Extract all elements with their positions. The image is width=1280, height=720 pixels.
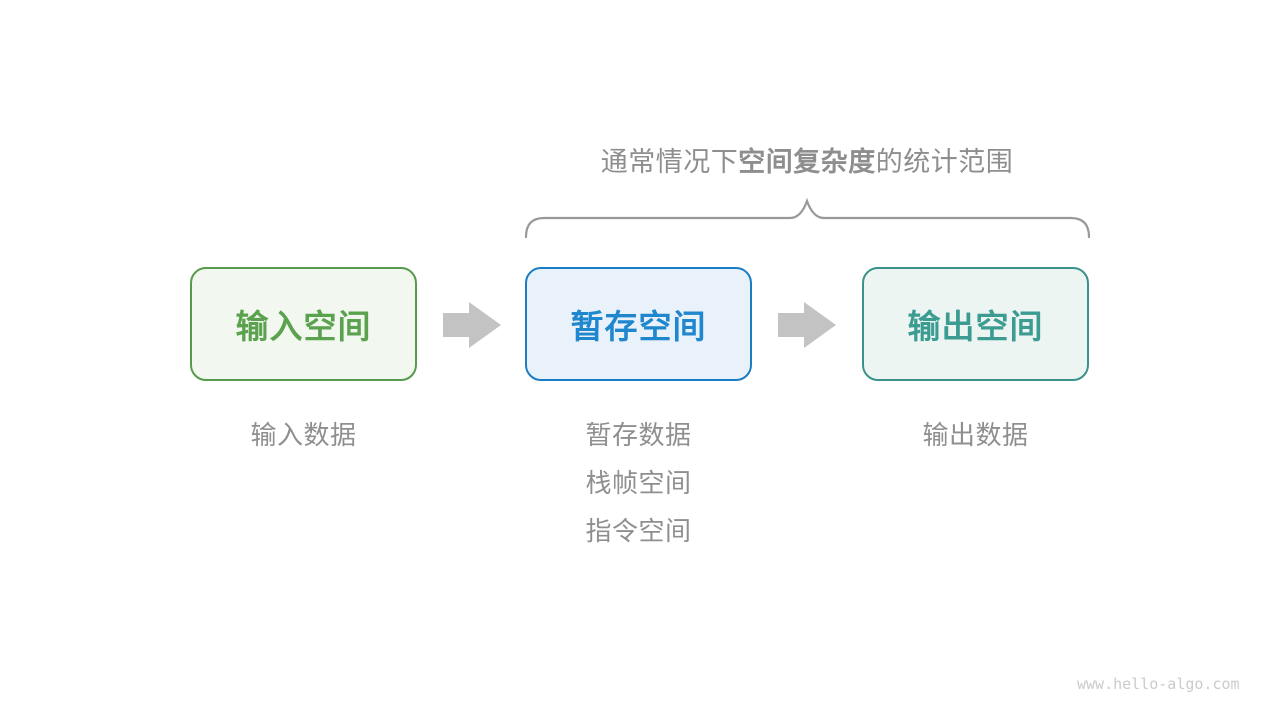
- node-input-space-label: 输入空间: [235, 308, 372, 345]
- title-suffix: 的统计范围: [875, 147, 1014, 177]
- arrow-right-shape: [443, 302, 501, 348]
- arrow-right-shape: [778, 302, 836, 348]
- node-output-space: 输出空间: [862, 267, 1089, 381]
- arrow-right-icon: [778, 302, 836, 348]
- arrow-right-icon: [443, 302, 501, 348]
- title-prefix: 通常情况下: [600, 147, 739, 177]
- annotation-stack-frame-space: 栈帧空间: [585, 468, 692, 498]
- curly-brace-top: [524, 197, 1091, 239]
- annotation-instruction-space: 指令空间: [585, 516, 692, 546]
- node-temp-space-label: 暂存空间: [570, 308, 707, 345]
- node-output-space-label: 输出空间: [907, 308, 1044, 345]
- curly-brace-path: [524, 197, 1091, 239]
- watermark: www.hello-algo.com: [1077, 675, 1240, 693]
- annotation-input-data: 输入数据: [250, 420, 357, 450]
- annotation-output-data: 输出数据: [922, 420, 1029, 450]
- diagram-title: 通常情况下空间复杂度的统计范围: [601, 147, 1014, 177]
- node-temp-space: 暂存空间: [525, 267, 752, 381]
- title-bold-term: 空间复杂度: [738, 147, 876, 177]
- node-input-space: 输入空间: [190, 267, 417, 381]
- annotation-temp-data: 暂存数据: [585, 420, 692, 450]
